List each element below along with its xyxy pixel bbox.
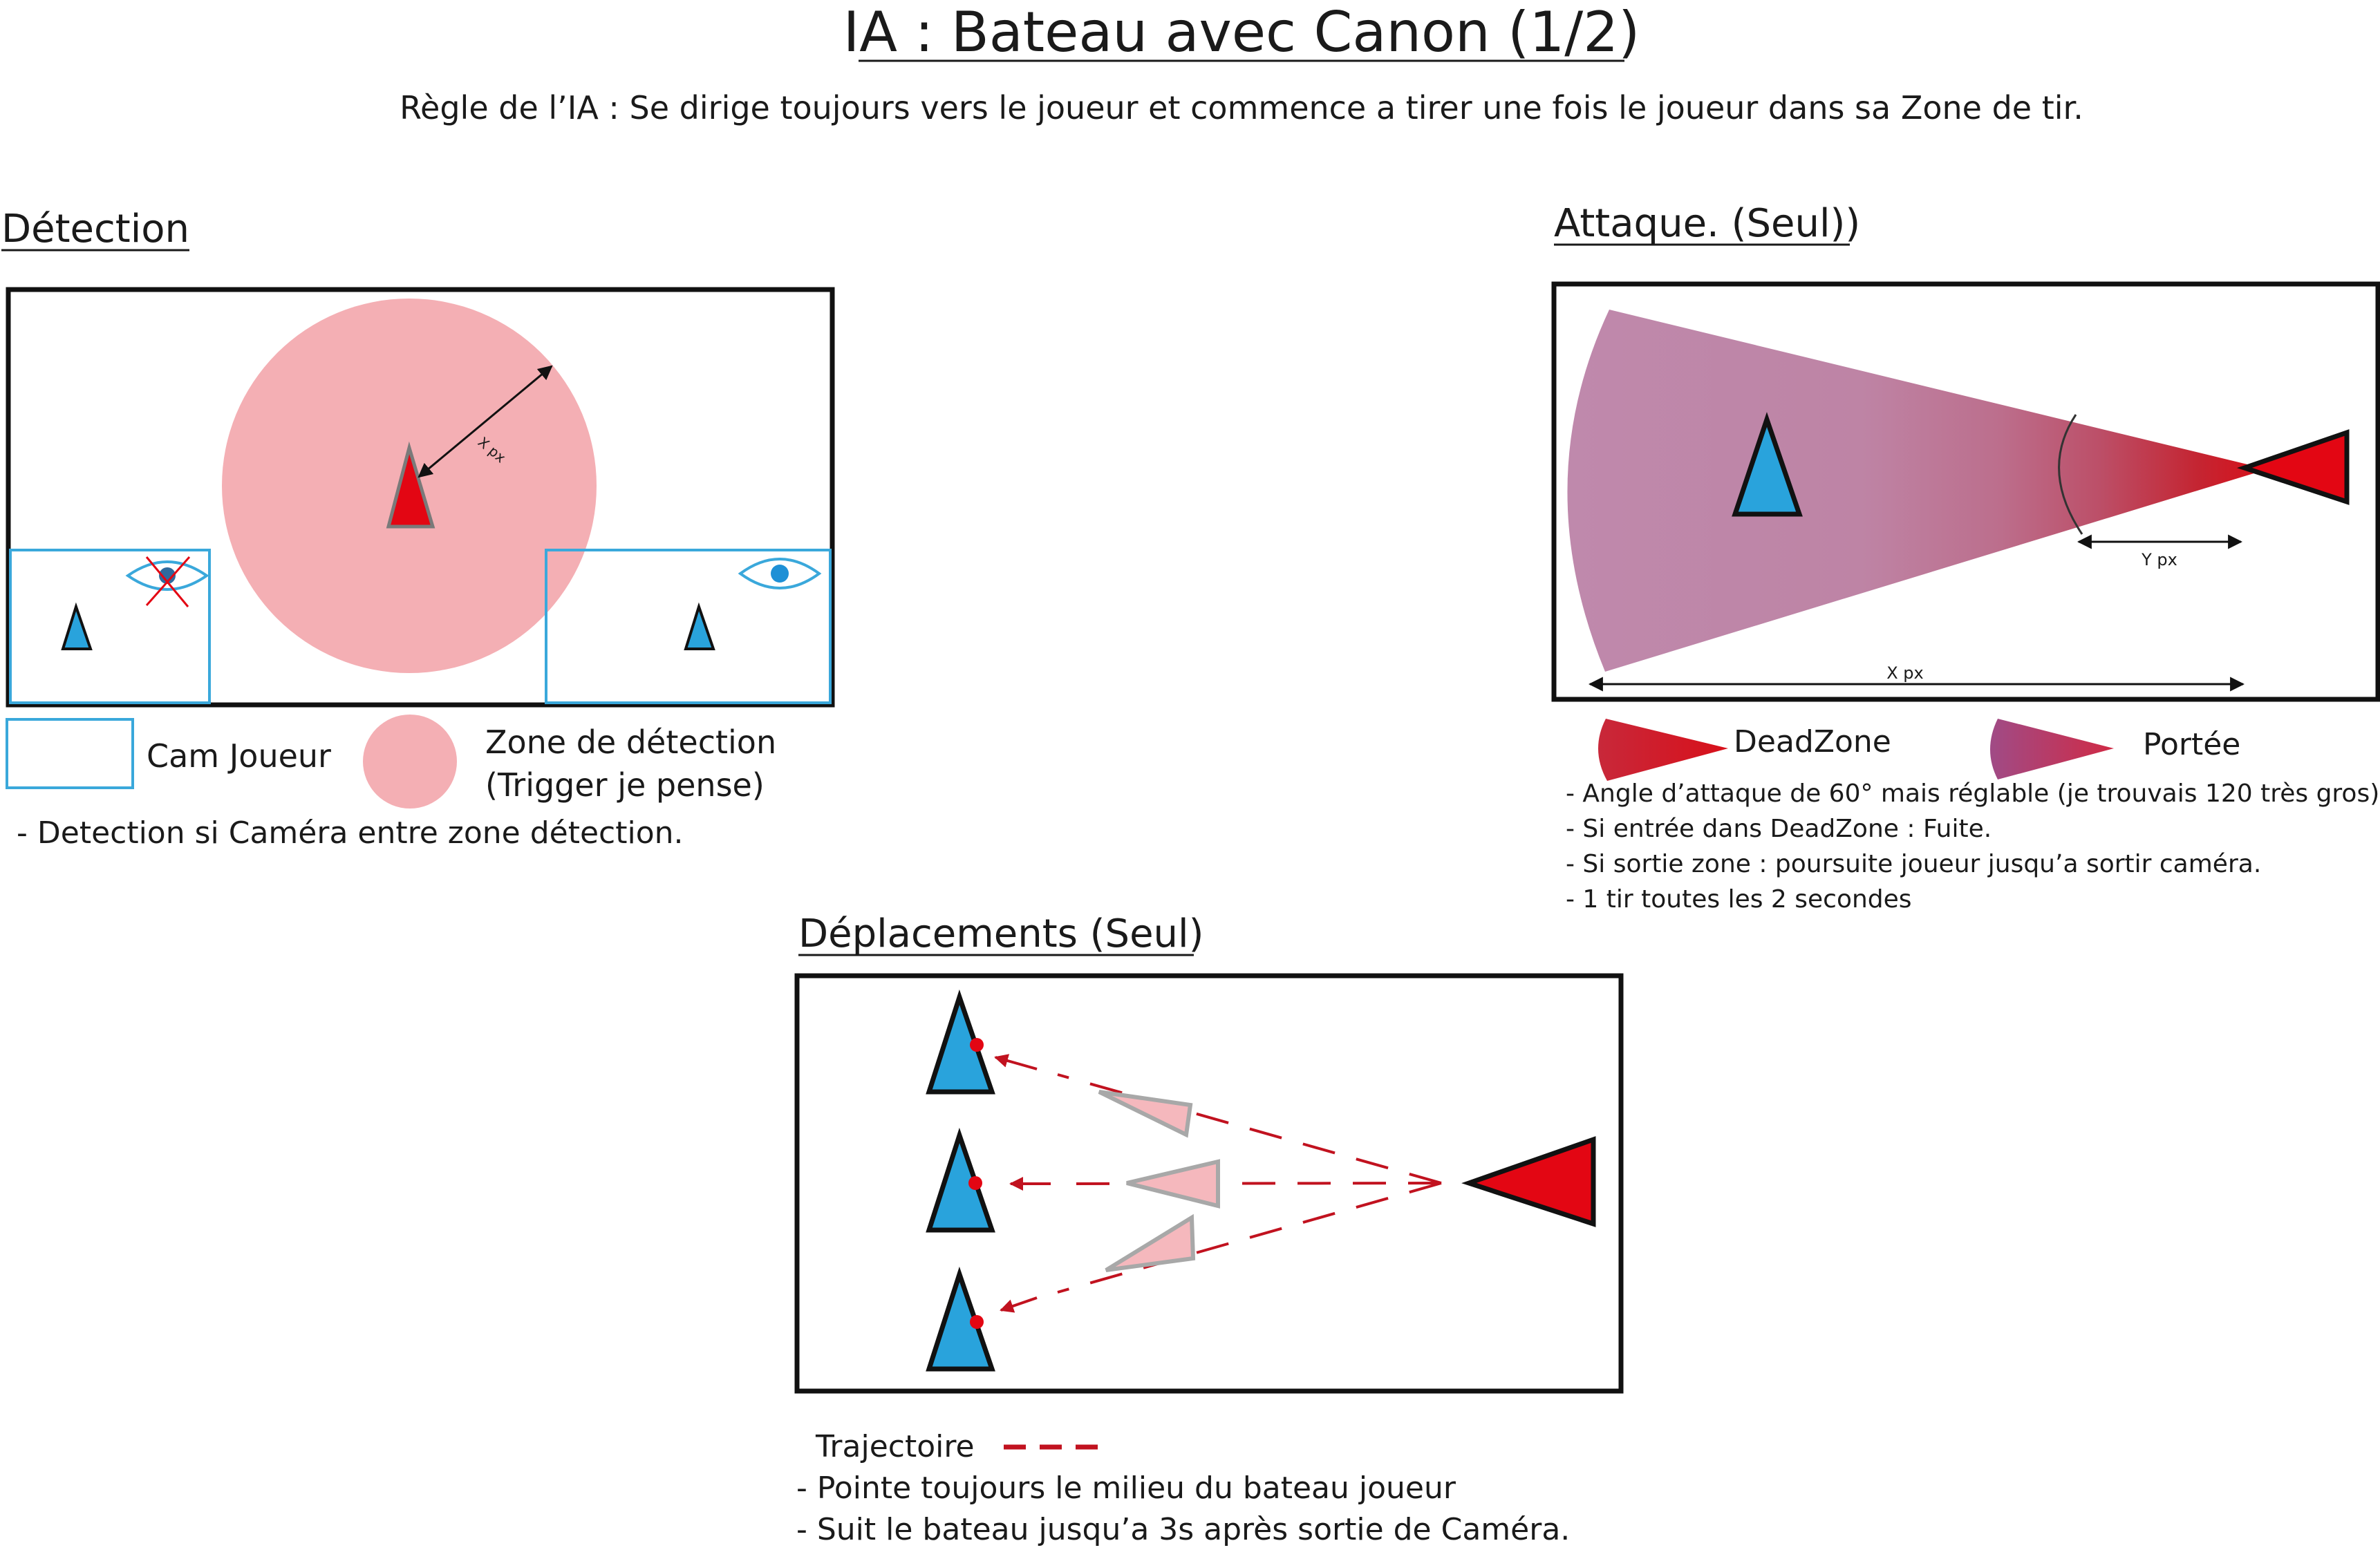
attack-note-2: - Si entrée dans DeadZone : Fuite. xyxy=(1566,815,1992,843)
legend-cam-swatch xyxy=(6,718,134,789)
ghost-enemy-middle xyxy=(1126,1159,1220,1209)
player-ship-left xyxy=(61,602,93,650)
detection-heading: Détection xyxy=(1,207,189,252)
detection-radius-arrow xyxy=(418,365,553,478)
attack-note-4: - 1 tir toutes les 2 secondes xyxy=(1566,885,1912,914)
legend-deadzone-swatch xyxy=(1597,719,1728,781)
attack-range-cone xyxy=(1567,310,2267,672)
enemy-ship-movement xyxy=(1461,1136,1596,1227)
legend-zone-swatch xyxy=(363,715,457,809)
movement-note-1: - Pointe toujours le milieu du bateau jo… xyxy=(796,1471,1456,1506)
player-ship-right xyxy=(684,602,715,650)
detection-panel: X px xyxy=(6,287,835,708)
ghost-enemy-bottom xyxy=(1105,1213,1196,1272)
attack-note-1: - Angle d’attaque de 60° mais réglable (… xyxy=(1566,779,2379,808)
range-length-label: X px xyxy=(1886,663,1924,683)
camera-left xyxy=(9,549,211,704)
enemy-ship-attack xyxy=(2237,429,2350,505)
attack-panel: Y px X px xyxy=(1551,281,2380,702)
detection-note: - Detection si Caméra entre zone détecti… xyxy=(17,815,684,851)
deadzone-length-label: Y px xyxy=(2141,550,2177,569)
player-ship-top-centre xyxy=(970,1038,984,1052)
movement-panel xyxy=(794,973,1624,1394)
legend-range-swatch xyxy=(1990,719,2114,779)
ghost-enemy-top xyxy=(1098,1090,1193,1138)
trajectory-arrow-bottom xyxy=(1000,1296,1038,1313)
enemy-ship xyxy=(386,441,435,529)
deadzone-boundary-arc xyxy=(2058,414,2083,535)
trajectory-arrow-top xyxy=(994,1054,1038,1070)
legend-range-label: Portée xyxy=(2143,727,2240,762)
trajectory-paths xyxy=(1057,1073,1442,1294)
legend-deadzone-label: DeadZone xyxy=(1734,724,1891,759)
player-ship-middle-centre xyxy=(968,1176,982,1190)
legend-cam-label: Cam Joueur xyxy=(147,737,331,775)
legend-zone-sublabel: (Trigger je pense) xyxy=(485,766,765,804)
player-ship xyxy=(1732,412,1803,517)
ai-rule: Règle de l’IA : Se dirige toujours vers … xyxy=(400,89,2083,126)
eye-icon xyxy=(738,558,822,589)
player-ship-bottom-centre xyxy=(970,1315,984,1329)
page-title: IA : Bateau avec Canon (1/2) xyxy=(843,0,1640,64)
eye-crossed-icon xyxy=(125,556,209,607)
attack-heading: Attaque. (Seul)) xyxy=(1554,201,1860,246)
legend-trajectory-label: Trajectoire xyxy=(815,1429,975,1464)
camera-right xyxy=(545,549,832,704)
movement-heading: Déplacements (Seul) xyxy=(798,911,1203,956)
movement-note-2: - Suit le bateau jusqu’a 3s après sortie… xyxy=(796,1512,1570,1547)
attack-note-3: - Si sortie zone : poursuite joueur jusq… xyxy=(1566,850,2261,878)
legend-zone-label: Zone de détection xyxy=(485,724,776,761)
